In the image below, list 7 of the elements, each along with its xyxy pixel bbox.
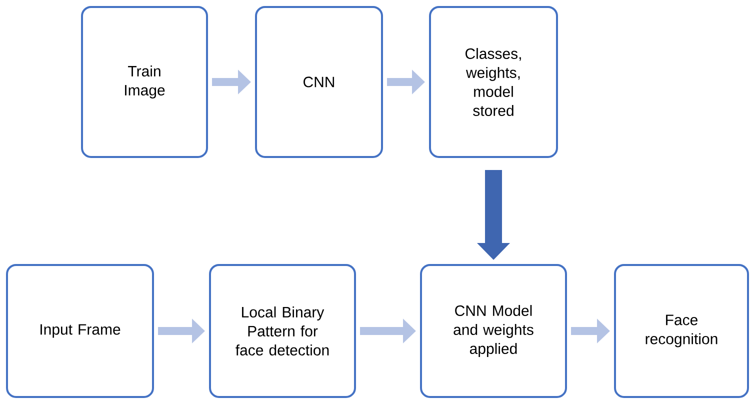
process-box: Train Image bbox=[81, 6, 208, 158]
process-box: CNN bbox=[255, 6, 383, 158]
process-box: Input Frame bbox=[6, 264, 154, 398]
process-box: Classes, weights, model stored bbox=[429, 6, 558, 158]
process-box: CNN Model and weights applied bbox=[420, 264, 567, 398]
process-box: Local Binary Pattern for face detection bbox=[209, 264, 356, 398]
process-box: Face recognition bbox=[614, 264, 749, 398]
